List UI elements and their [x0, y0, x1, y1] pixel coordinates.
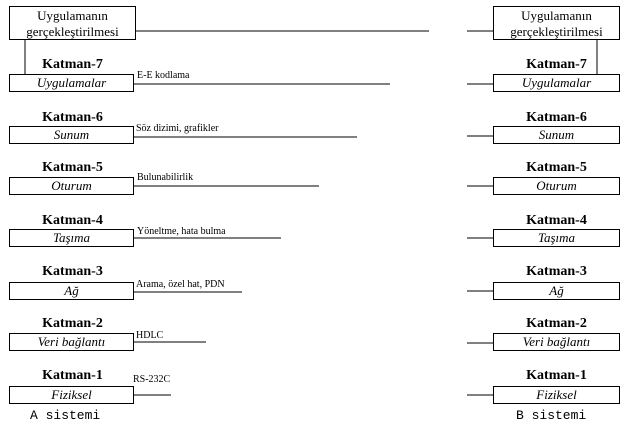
- layer1-title-b: Katman-1: [526, 368, 587, 383]
- layer4-title-b: Katman-4: [526, 213, 587, 228]
- layer4-box-b: Taşıma: [493, 229, 620, 247]
- application-line1-a: Uygulamanın: [37, 8, 108, 23]
- layer6-name-a: Sunum: [53, 127, 90, 142]
- layer4-note-a: Yöneltme, hata bulma: [137, 226, 226, 237]
- layer6-title-b: Katman-6: [526, 110, 587, 125]
- layer7-box-b: Uygulamalar: [493, 74, 620, 92]
- application-box-b: Uygulamanın gerçekleştirilmesi: [493, 6, 620, 40]
- layer5-title-b: Katman-5: [526, 160, 587, 175]
- layer2-box-b: Veri bağlantı: [493, 333, 620, 351]
- layer3-box-a: Ağ: [9, 282, 134, 300]
- layer7-title-a: Katman-7: [42, 57, 103, 72]
- layer7-name-a: Uygulamalar: [36, 75, 107, 90]
- layer2-note-a: HDLC: [136, 330, 164, 341]
- layer7-title-b: Katman-7: [526, 57, 587, 72]
- application-line2-a: gerçekleştirilmesi: [26, 24, 119, 39]
- layer3-title-a: Katman-3: [42, 264, 103, 279]
- system-a-label: A sistemi: [30, 408, 101, 423]
- layer6-note-a: Söz dizimi, grafikler: [136, 123, 219, 134]
- layer4-title-a: Katman-4: [42, 213, 103, 228]
- application-line1-b: Uygulamanın: [521, 8, 592, 23]
- layer1-box-a: Fiziksel: [9, 386, 134, 404]
- layer1-box-b: Fiziksel: [493, 386, 620, 404]
- layer5-name-a: Oturum: [51, 178, 92, 193]
- layer2-box-a: Veri bağlantı: [9, 333, 134, 351]
- layer3-title-b: Katman-3: [526, 264, 587, 279]
- layer1-name-b: Fiziksel: [536, 387, 577, 402]
- layer3-name-b: Ağ: [549, 283, 564, 298]
- layer2-name-a: Veri bağlantı: [37, 334, 106, 349]
- layer1-title-a: Katman-1: [42, 368, 103, 383]
- layer6-box-b: Sunum: [493, 126, 620, 144]
- layer6-box-a: Sunum: [9, 126, 134, 144]
- layer3-name-a: Ağ: [64, 283, 79, 298]
- layer2-title-b: Katman-2: [526, 316, 587, 331]
- layer2-name-b: Veri bağlantı: [522, 334, 591, 349]
- layer5-note-a: Bulunabilirlik: [137, 172, 194, 183]
- layer7-box-a: Uygulamalar: [9, 74, 134, 92]
- layer3-note-a: Arama, özel hat, PDN: [136, 279, 225, 290]
- layer6-title-a: Katman-6: [42, 110, 103, 125]
- application-box-a: Uygulamanın gerçekleştirilmesi: [9, 6, 136, 40]
- layer2-title-a: Katman-2: [42, 316, 103, 331]
- layer5-name-b: Oturum: [536, 178, 577, 193]
- layer4-name-a: Taşıma: [52, 230, 91, 245]
- layer3-box-b: Ağ: [493, 282, 620, 300]
- layer1-name-a: Fiziksel: [51, 387, 92, 402]
- layer4-box-a: Taşıma: [9, 229, 134, 247]
- layer7-note-a: E-E kodlama: [137, 70, 190, 81]
- layer5-title-a: Katman-5: [42, 160, 103, 175]
- system-b-label: B sistemi: [516, 408, 587, 423]
- layer5-box-a: Oturum: [9, 177, 134, 195]
- application-line2-b: gerçekleştirilmesi: [510, 24, 603, 39]
- layer4-name-b: Taşıma: [537, 230, 576, 245]
- layer1-note-a: RS-232C: [133, 374, 171, 385]
- layer6-name-b: Sunum: [538, 127, 575, 142]
- layer7-name-b: Uygulamalar: [521, 75, 592, 90]
- layer5-box-b: Oturum: [493, 177, 620, 195]
